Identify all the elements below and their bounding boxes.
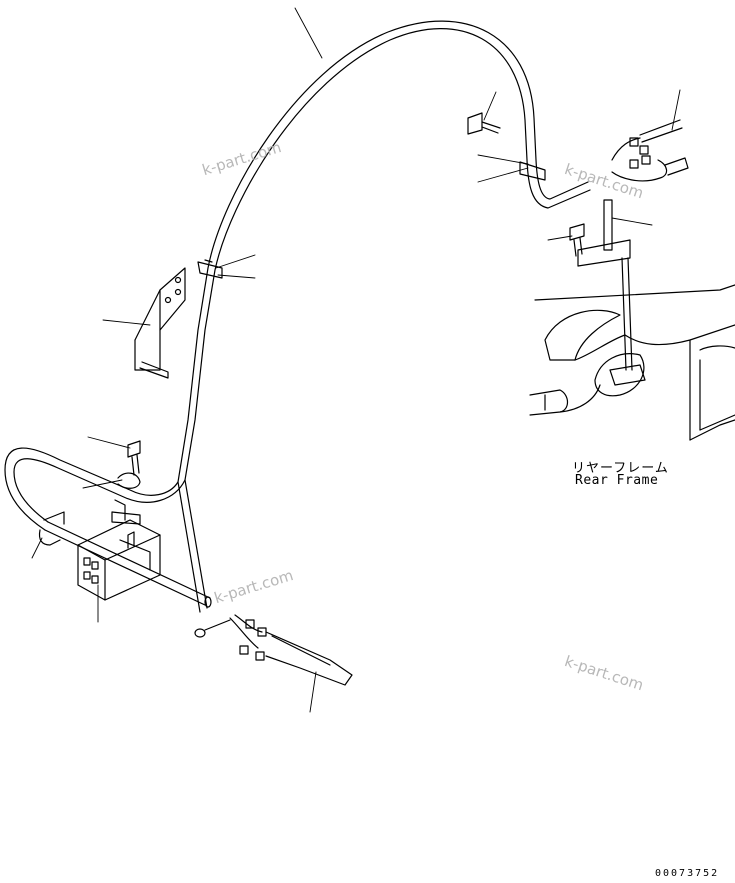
right-bracket <box>569 199 633 371</box>
right-clamp-bolt <box>467 112 546 181</box>
middle-bolt-clamp <box>117 440 141 489</box>
rear-frame-label-en: Rear Frame <box>575 473 659 488</box>
rear-frame-label-jp: リヤーフレーム <box>572 461 669 476</box>
main-tube <box>4 20 591 613</box>
rear-frame <box>529 284 735 441</box>
lower-bracket <box>38 499 161 601</box>
upper-harness <box>611 119 689 182</box>
drawing-number: 00073752 <box>655 868 720 879</box>
lower-harness <box>194 614 353 686</box>
lower-tube <box>44 521 212 608</box>
upper-clamp <box>197 259 223 279</box>
upper-left-bracket <box>134 267 186 379</box>
leader-lines <box>31 7 681 713</box>
